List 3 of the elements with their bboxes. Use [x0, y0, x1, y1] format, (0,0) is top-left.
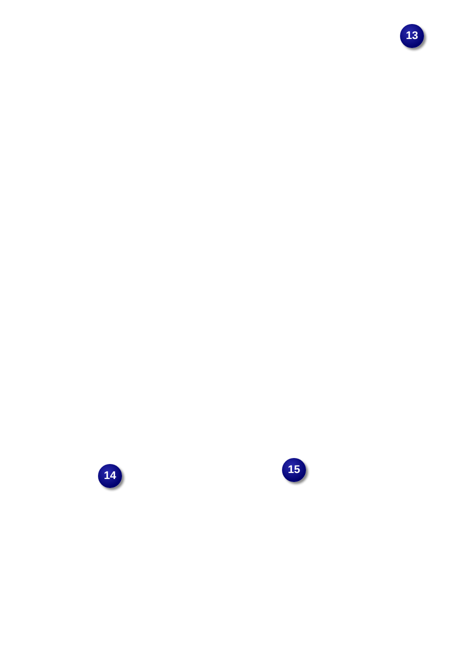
callout-number: 14: [98, 464, 122, 488]
callout-number: 13: [400, 24, 424, 48]
callout-number: 15: [282, 458, 306, 482]
